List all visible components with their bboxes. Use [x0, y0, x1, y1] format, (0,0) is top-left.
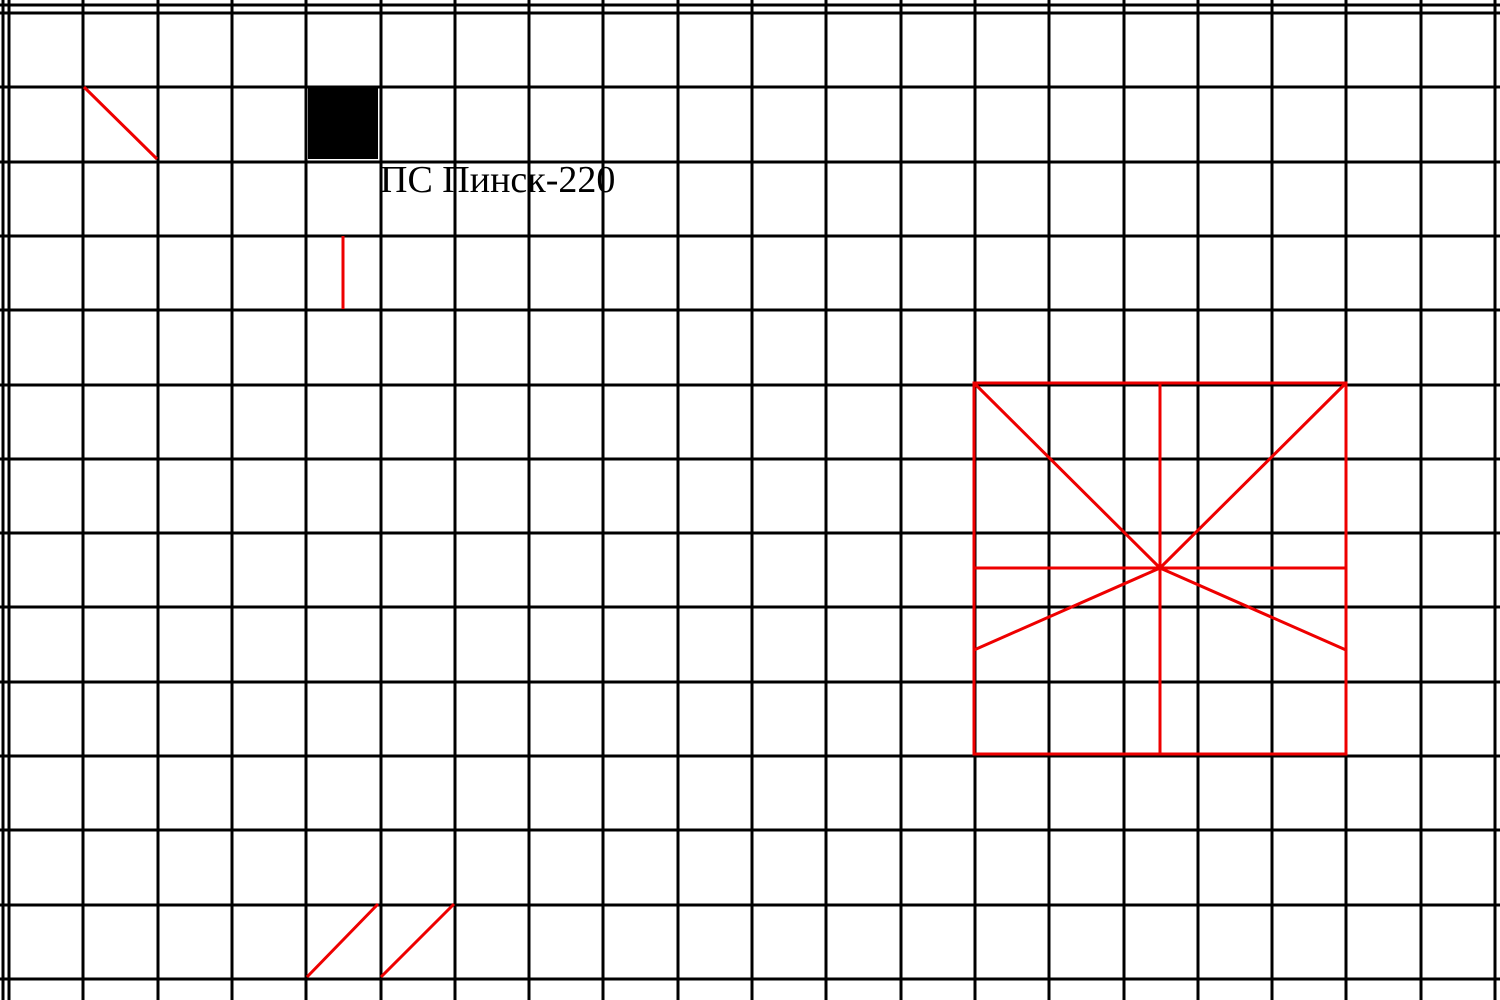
junction-spoke — [1158, 381, 1348, 570]
line-segment[interactable] — [379, 902, 456, 979]
power-lines — [82, 85, 456, 979]
line-segment[interactable] — [82, 85, 159, 161]
junction-node[interactable] — [972, 381, 1348, 756]
substation-label: ПС Пинск-220 — [380, 159, 615, 201]
junction-spoke — [1159, 566, 1347, 652]
substation-marker[interactable] — [308, 88, 378, 159]
junction-spoke — [972, 381, 1162, 570]
junction-spoke — [973, 566, 1161, 652]
line-segment[interactable] — [305, 902, 380, 979]
